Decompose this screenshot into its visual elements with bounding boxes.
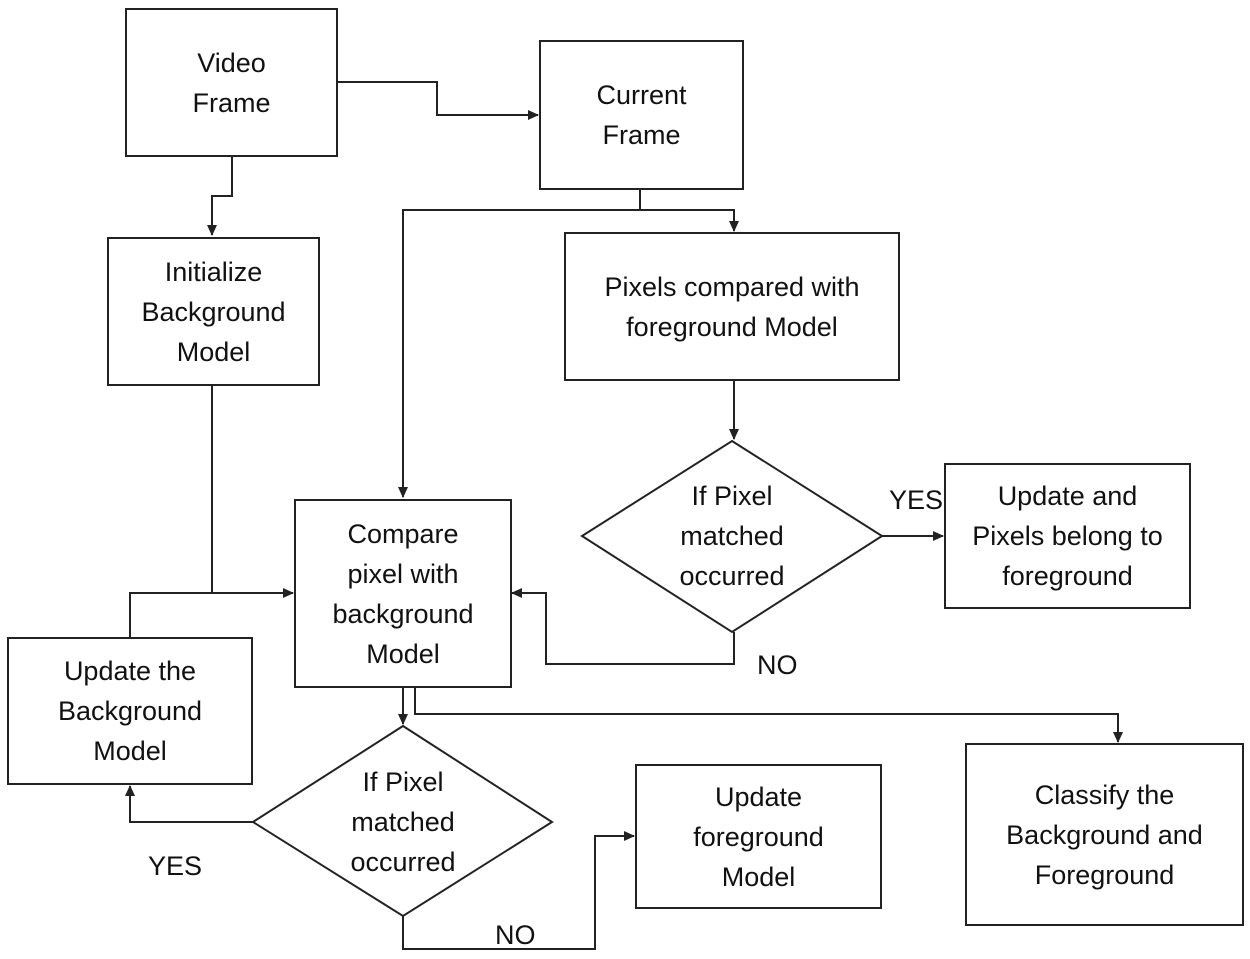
- pixels-compared-box: Pixels compared with foreground Model: [564, 232, 900, 381]
- current-frame-label: Current Frame: [596, 80, 687, 150]
- compare-pixel-background-label: Compare pixel with background Model: [332, 518, 474, 669]
- background-decision-diamond: [251, 724, 554, 918]
- update-pixels-foreground-box: Update and Pixels belong to foreground: [944, 463, 1191, 609]
- background-decision-label: If Pixel matched occurred: [350, 767, 456, 877]
- update-background-box: Update the Background Model: [7, 637, 253, 785]
- edge-initialize-to-compare: [211, 386, 294, 598]
- pixels-compared-label: Pixels compared with foreground Model: [604, 271, 860, 342]
- edge-background-no: [402, 831, 635, 950]
- update-pixels-foreground-label: Update and Pixels belong to foreground: [972, 481, 1163, 591]
- classify-box: Classify the Background and Foreground: [965, 743, 1244, 926]
- update-foreground-model-label: Update foreground Model: [693, 781, 824, 892]
- edge-video-to-initialize: [207, 155, 233, 236]
- foreground-decision-diamond: [580, 439, 884, 634]
- background-yes-label: YES: [148, 851, 203, 881]
- edge-current-to-pixels-compared: [639, 189, 739, 232]
- edge-foreground-no: [511, 588, 735, 665]
- compare-pixel-background-box: Compare pixel with background Model: [294, 499, 512, 688]
- edge-background-yes: [125, 785, 253, 823]
- edge-current-to-compare: [398, 209, 640, 498]
- foreground-yes-label: YES: [889, 485, 944, 515]
- video-frame-label: Video Frame: [192, 47, 271, 118]
- video-frame-box: Video Frame: [125, 8, 338, 157]
- update-background-label: Update the Background Model: [57, 656, 203, 766]
- edge-compare-to-classify: [414, 688, 1123, 743]
- edge-video-to-current: [337, 81, 539, 120]
- classify-label: Classify the Background and Foreground: [1006, 779, 1203, 890]
- background-no-label: NO: [495, 920, 536, 950]
- initialize-background-label: Initialize Background Model: [141, 256, 286, 367]
- foreground-decision-label: If Pixel matched occurred: [679, 481, 785, 591]
- update-foreground-model-box: Update foreground Model: [635, 764, 882, 909]
- foreground-no-label: NO: [757, 650, 798, 680]
- edge-update-background-to-compare: [129, 592, 212, 637]
- initialize-background-box: Initialize Background Model: [107, 237, 320, 386]
- current-frame-box: Current Frame: [539, 40, 744, 190]
